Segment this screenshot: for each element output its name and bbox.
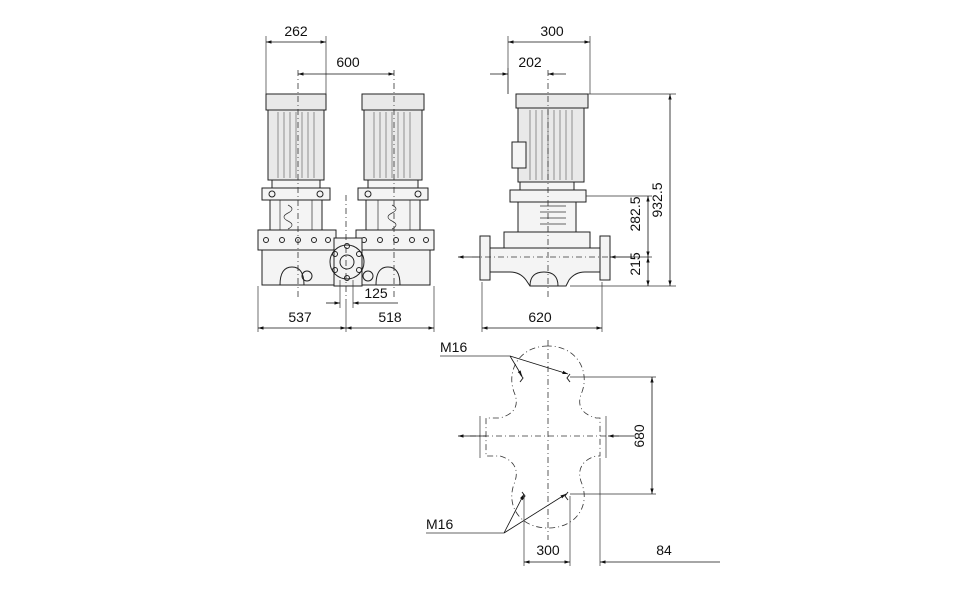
dim-plan-bottom: 300 84 (523, 458, 720, 566)
right-motor (355, 93, 435, 286)
bolt-callout-bottom: M16 (426, 493, 567, 534)
bolt-hole-bottom-right (564, 491, 569, 501)
dim-base: 537 518 (257, 286, 435, 332)
bolt-hole-bottom-left (521, 491, 526, 501)
plan-outline (485, 345, 601, 529)
bolt-callout-top: M16 (440, 339, 569, 377)
label-215: 215 (627, 252, 643, 276)
label-84: 84 (656, 542, 672, 558)
label-262: 262 (284, 23, 308, 39)
label-680: 680 (631, 424, 647, 448)
plan-view: M16 M16 680 300 84 (426, 339, 720, 566)
dim-pump-spacing: 600 (298, 54, 394, 76)
label-518: 518 (378, 309, 402, 325)
bolt-hole-top-right (566, 373, 571, 383)
dim-port-to-port: 620 (481, 282, 603, 332)
dim-front-motor-width: 262 (265, 23, 327, 94)
dim-heights: 932.5 282.5 215 (570, 93, 676, 287)
outlet-flange (599, 235, 611, 281)
inlet-flange (479, 235, 491, 281)
dim-flange-offset: 125 (326, 280, 398, 308)
label-300-side: 300 (540, 23, 564, 39)
label-600: 600 (336, 54, 360, 70)
left-motor (257, 93, 337, 286)
dim-plan-depth: 680 (570, 376, 656, 495)
label-537: 537 (288, 309, 312, 325)
label-932-5: 932.5 (649, 182, 665, 217)
center-flange (329, 237, 365, 287)
side-view: 300 202 932.5 282.5 215 620 (458, 23, 676, 332)
dim-side-offset: 202 (490, 54, 566, 94)
label-202: 202 (518, 54, 542, 70)
front-view: 262 600 537 518 125 (257, 23, 435, 332)
label-m16-top: M16 (440, 339, 467, 355)
label-282-5: 282.5 (627, 196, 643, 231)
label-620: 620 (528, 309, 552, 325)
label-300-plan: 300 (536, 542, 560, 558)
label-125: 125 (364, 285, 388, 301)
terminal-box (511, 141, 527, 169)
label-m16-bottom: M16 (426, 516, 453, 532)
